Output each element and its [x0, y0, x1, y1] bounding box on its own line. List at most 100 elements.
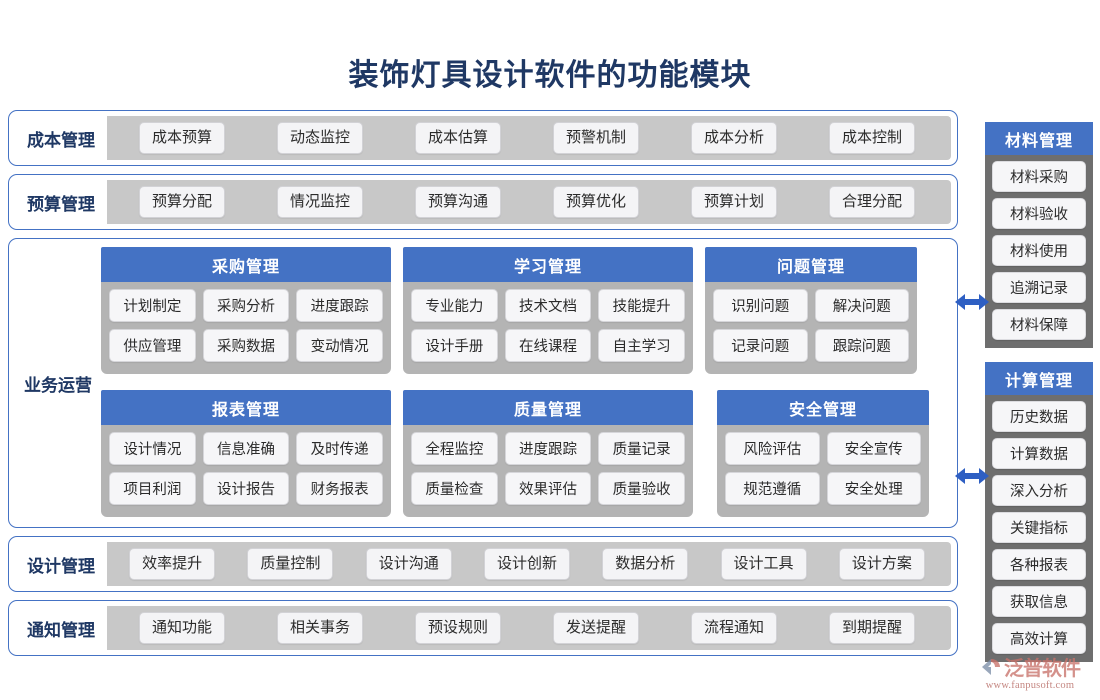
sidebar-item[interactable]: 追溯记录 [992, 272, 1086, 303]
panel-cell[interactable]: 技能提升 [598, 289, 686, 322]
panel-procurement-management[interactable]: 采购管理 计划制定 采购分析 进度跟踪 供应管理 采购数据 变动情况 [101, 247, 391, 374]
panel-cell[interactable]: 采购数据 [202, 329, 290, 362]
panel-cell[interactable]: 财务报表 [296, 472, 384, 505]
panel-cell[interactable]: 质量记录 [598, 432, 686, 465]
row-item[interactable]: 成本分析 [690, 122, 777, 154]
panel-cell[interactable]: 专业能力 [411, 289, 498, 322]
logo-name: 泛普软件 [1004, 656, 1081, 680]
panel-cell[interactable]: 质量验收 [598, 472, 686, 505]
panel-cell[interactable]: 解决问题 [814, 289, 909, 322]
logo-mark-icon [980, 656, 1002, 678]
panel-learning-management[interactable]: 学习管理 专业能力 技术文档 技能提升 设计手册 在线课程 自主学习 [403, 247, 693, 374]
panel-body: 全程监控 进度跟踪 质量记录 质量检查 效果评估 质量验收 [403, 425, 693, 517]
row-item[interactable]: 预算分配 [138, 186, 225, 218]
row-item[interactable]: 通知功能 [138, 612, 225, 644]
operations-label: 业务运营 [24, 375, 92, 396]
panel-cell[interactable]: 设计报告 [202, 472, 290, 505]
panel-cell[interactable]: 设计手册 [411, 329, 498, 362]
panel-cell[interactable]: 变动情况 [296, 329, 384, 362]
row-item[interactable]: 数据分析 [602, 548, 689, 580]
panel-cell[interactable]: 安全处理 [826, 472, 921, 505]
panel-cell[interactable]: 进度跟踪 [296, 289, 384, 322]
sidebar-panel-material-management[interactable]: 材料管理 材料采购 材料验收 材料使用 追溯记录 材料保障 [985, 122, 1093, 348]
panel-cell[interactable]: 跟踪问题 [814, 329, 909, 362]
panel-safety-management[interactable]: 安全管理 风险评估 安全宣传 规范遵循 安全处理 [717, 390, 929, 517]
panel-body: 专业能力 技术文档 技能提升 设计手册 在线课程 自主学习 [403, 282, 693, 374]
panel-cell[interactable]: 供应管理 [109, 329, 196, 362]
panel-cell[interactable]: 技术文档 [504, 289, 592, 322]
panel-cell[interactable]: 在线课程 [504, 329, 592, 362]
panel-cell[interactable]: 全程监控 [411, 432, 498, 465]
panel-line: 全程监控 进度跟踪 质量记录 [411, 432, 686, 465]
row-item[interactable]: 发送提醒 [552, 612, 639, 644]
row-notification-management[interactable]: 通知管理 通知功能 相关事务 预设规则 发送提醒 流程通知 到期提醒 [8, 600, 958, 656]
row-item[interactable]: 动态监控 [276, 122, 363, 154]
panel-cell[interactable]: 效果评估 [504, 472, 592, 505]
operations-grid: 采购管理 计划制定 采购分析 进度跟踪 供应管理 采购数据 变动情况 [101, 245, 951, 521]
panel-body: 计划制定 采购分析 进度跟踪 供应管理 采购数据 变动情况 [101, 282, 391, 374]
row-label: 通知管理 [15, 606, 107, 650]
sidebar-item[interactable]: 高效计算 [992, 623, 1086, 654]
panel-title: 采购管理 [101, 247, 391, 282]
panel-cell[interactable]: 信息准确 [202, 432, 290, 465]
row-item[interactable]: 预警机制 [552, 122, 639, 154]
panel-body: 风险评估 安全宣传 规范遵循 安全处理 [717, 425, 929, 517]
panel-cell[interactable]: 记录问题 [713, 329, 808, 362]
sidebar-item[interactable]: 材料保障 [992, 309, 1086, 340]
sidebar-panel-calculation-management[interactable]: 计算管理 历史数据 计算数据 深入分析 关键指标 各种报表 获取信息 高效计算 [985, 362, 1093, 662]
panel-cell[interactable]: 规范遵循 [725, 472, 820, 505]
panel-report-management[interactable]: 报表管理 设计情况 信息准确 及时传递 项目利润 设计报告 财务报表 [101, 390, 391, 517]
row-item[interactable]: 预算沟通 [414, 186, 501, 218]
sidebar-item[interactable]: 材料使用 [992, 235, 1086, 266]
panel-cell[interactable]: 风险评估 [725, 432, 820, 465]
panel-quality-management[interactable]: 质量管理 全程监控 进度跟踪 质量记录 质量检查 效果评估 质量验收 [403, 390, 693, 517]
row-item[interactable]: 成本控制 [828, 122, 915, 154]
row-cost-management[interactable]: 成本管理 成本预算 动态监控 成本估算 预警机制 成本分析 成本控制 [8, 110, 958, 166]
panel-body: 设计情况 信息准确 及时传递 项目利润 设计报告 财务报表 [101, 425, 391, 517]
panel-cell[interactable]: 采购分析 [202, 289, 290, 322]
sidebar-item[interactable]: 计算数据 [992, 438, 1086, 469]
logo-url: www.fanpusoft.com [985, 680, 1075, 691]
row-item[interactable]: 设计方案 [838, 548, 925, 580]
panel-cell[interactable]: 进度跟踪 [504, 432, 592, 465]
row-item[interactable]: 相关事务 [276, 612, 363, 644]
panel-cell[interactable]: 质量检查 [411, 472, 498, 505]
row-label: 设计管理 [15, 542, 107, 586]
right-sidebar: 材料管理 材料采购 材料验收 材料使用 追溯记录 材料保障 计算管理 历史数据 … [985, 122, 1093, 676]
row-item[interactable]: 设计沟通 [365, 548, 452, 580]
row-item[interactable]: 预算计划 [690, 186, 777, 218]
panel-cell[interactable]: 自主学习 [598, 329, 686, 362]
panel-cell[interactable]: 项目利润 [109, 472, 196, 505]
panel-cell[interactable]: 设计情况 [109, 432, 196, 465]
row-item[interactable]: 效率提升 [129, 548, 216, 580]
sidebar-item[interactable]: 材料验收 [992, 198, 1086, 229]
row-label: 成本管理 [15, 116, 107, 160]
row-item[interactable]: 流程通知 [690, 612, 777, 644]
row-item[interactable]: 情况监控 [276, 186, 363, 218]
row-item[interactable]: 设计创新 [483, 548, 570, 580]
row-item[interactable]: 到期提醒 [828, 612, 915, 644]
row-design-management[interactable]: 设计管理 效率提升 质量控制 设计沟通 设计创新 数据分析 设计工具 设计方案 [8, 536, 958, 592]
row-item[interactable]: 成本预算 [138, 122, 225, 154]
sidebar-item[interactable]: 材料采购 [992, 161, 1086, 192]
panel-cell[interactable]: 计划制定 [109, 289, 196, 322]
panel-cell[interactable]: 识别问题 [713, 289, 808, 322]
row-item[interactable]: 预设规则 [414, 612, 501, 644]
sidebar-panel-body: 历史数据 计算数据 深入分析 关键指标 各种报表 获取信息 高效计算 [985, 395, 1093, 662]
row-item[interactable]: 质量控制 [247, 548, 334, 580]
sidebar-item[interactable]: 各种报表 [992, 549, 1086, 580]
row-item[interactable]: 成本估算 [414, 122, 501, 154]
panel-cell[interactable]: 及时传递 [296, 432, 384, 465]
panel-issue-management[interactable]: 问题管理 识别问题 解决问题 记录问题 跟踪问题 [705, 247, 917, 374]
row-budget-management[interactable]: 预算管理 预算分配 情况监控 预算沟通 预算优化 预算计划 合理分配 [8, 174, 958, 230]
sidebar-item[interactable]: 获取信息 [992, 586, 1086, 617]
sidebar-item[interactable]: 深入分析 [992, 475, 1086, 506]
sidebar-item[interactable]: 关键指标 [992, 512, 1086, 543]
row-item[interactable]: 预算优化 [552, 186, 639, 218]
row-item[interactable]: 设计工具 [720, 548, 807, 580]
panel-cell[interactable]: 安全宣传 [826, 432, 921, 465]
panel-line: 专业能力 技术文档 技能提升 [411, 289, 686, 322]
sidebar-item[interactable]: 历史数据 [992, 401, 1086, 432]
row-item[interactable]: 合理分配 [828, 186, 915, 218]
